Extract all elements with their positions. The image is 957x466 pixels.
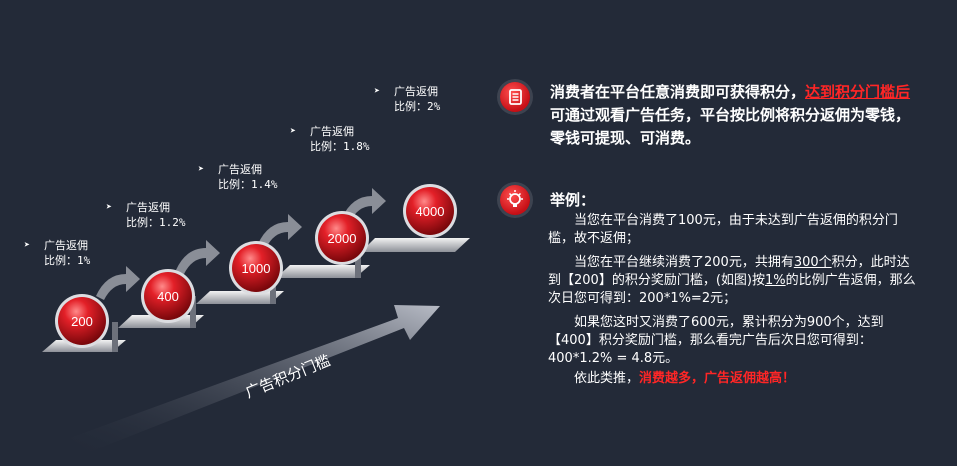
lightbulb-icon — [500, 185, 530, 215]
step-ball: 1000 — [229, 241, 283, 295]
bullet-arrow-icon: ➤ — [106, 202, 113, 213]
rate-label: ➤ 广告返佣 比例：2% — [374, 84, 441, 114]
example-title: 举例： — [550, 191, 596, 209]
example-paragraph: 依此类推，消费越多，广告返佣越高！ — [574, 371, 796, 386]
step-platform — [112, 322, 118, 352]
rate-label: ➤ 广告返佣 比例：1.2% — [106, 200, 186, 230]
highlight-text: 达到积分门槛后 — [805, 83, 911, 101]
rate-label-title: 广告返佣 — [394, 85, 438, 98]
rate-label-value: 比例：2% — [394, 100, 441, 113]
example-paragraph: 当您在平台继续消费了200元，共拥有300个积分，此时达到【200】的积分奖励门… — [548, 255, 916, 306]
bullet-arrow-icon: ➤ — [198, 164, 205, 175]
rate-label-title: 广告返佣 — [126, 201, 170, 214]
bullet-arrow-icon: ➤ — [290, 126, 297, 137]
rate-label: ➤ 广告返佣 比例：1.4% — [198, 162, 278, 192]
step-ball: 400 — [141, 269, 195, 323]
example-paragraph: 如果您这时又消费了600元，累计积分为900个，达到【400】积分奖励门槛，那么… — [548, 315, 884, 366]
rate-label-title: 广告返佣 — [310, 125, 354, 138]
rate-label-value: 比例：1.4% — [218, 178, 278, 191]
highlight-text: 消费越多，广告返佣越高！ — [639, 371, 796, 386]
rate-label: ➤ 广告返佣 比例：1.8% — [290, 124, 370, 154]
staircase-diagram: 广告积分门槛 200 400 — [42, 184, 470, 452]
bullet-arrow-icon: ➤ — [24, 240, 31, 251]
step-platform — [361, 238, 470, 252]
rate-label-title: 广告返佣 — [218, 163, 262, 176]
step-value: 200 — [71, 314, 93, 329]
intro-text: 消费者在平台任意消费即可获得积分，达到积分门槛后可通过观看广告任务，平台按比例将… — [550, 83, 911, 147]
example-body: 当您在平台消费了100元，由于未达到广告返佣的积分门槛，故不返佣； 当您在平台继… — [548, 212, 918, 388]
step-value: 1000 — [242, 261, 271, 276]
step-value: 400 — [157, 289, 179, 304]
step-ball: 2000 — [315, 211, 369, 265]
curved-arrow-icon — [258, 214, 302, 248]
step-value: 2000 — [328, 231, 357, 246]
step-ball: 4000 — [403, 184, 457, 238]
curved-arrow-icon — [176, 240, 220, 274]
curved-arrow-icon — [96, 266, 140, 300]
rate-label: ➤ 广告返佣 比例：1% — [24, 238, 91, 268]
rate-label-value: 比例：1% — [44, 254, 91, 267]
document-icon — [500, 82, 530, 112]
rate-label-value: 比例：1.8% — [310, 140, 370, 153]
step-platform — [276, 265, 370, 278]
step-value: 4000 — [416, 204, 445, 219]
rate-label-title: 广告返佣 — [44, 239, 88, 252]
step-ball: 200 — [55, 294, 109, 348]
growth-arrow — [70, 305, 440, 452]
rate-label-value: 比例：1.2% — [126, 216, 186, 229]
example-paragraph: 当您在平台消费了100元，由于未达到广告返佣的积分门槛，故不返佣； — [548, 213, 898, 246]
bullet-arrow-icon: ➤ — [374, 86, 381, 97]
